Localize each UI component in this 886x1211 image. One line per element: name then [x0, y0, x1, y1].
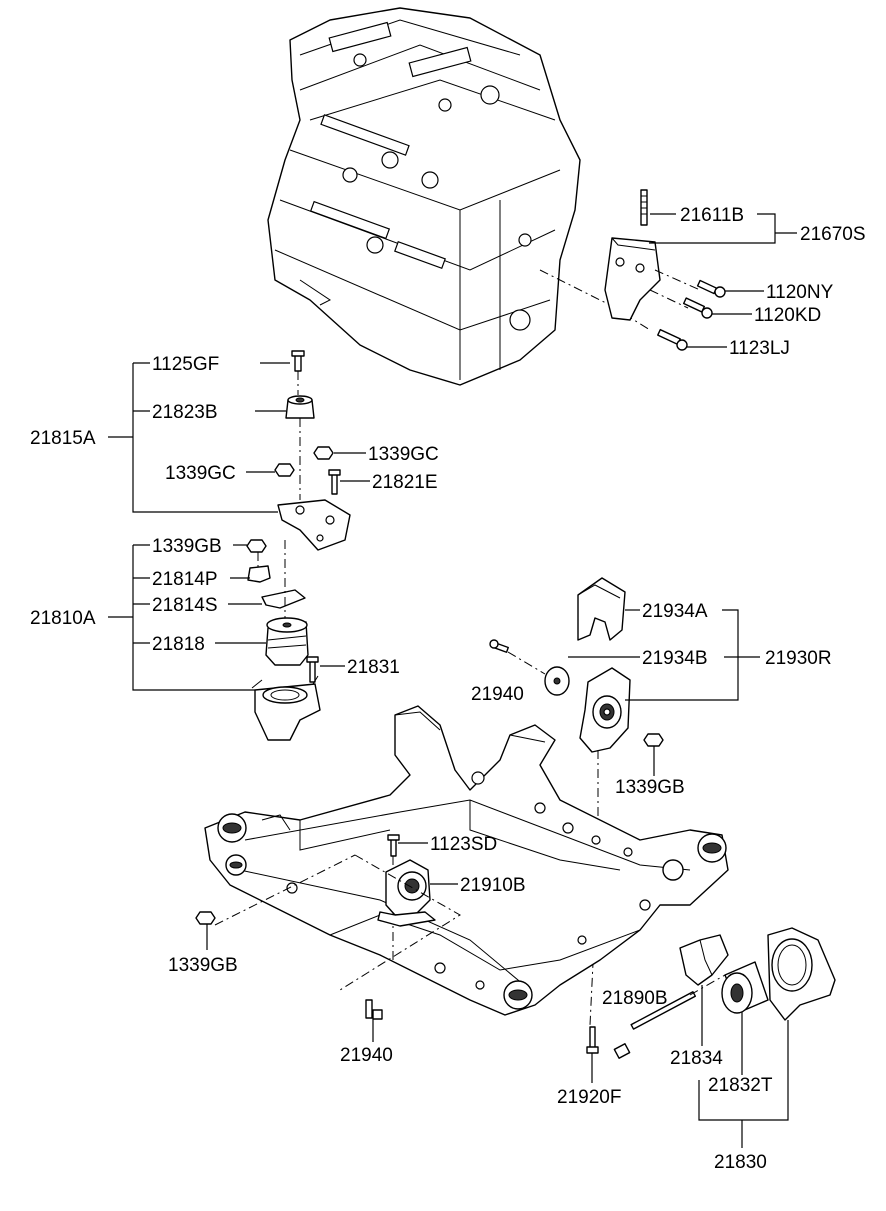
- bolt-1125GF: [291, 350, 305, 372]
- label-21830: 21830: [714, 1152, 767, 1173]
- label-21818: 21818: [152, 634, 205, 655]
- label-21930R: 21930R: [765, 648, 832, 669]
- insulator-21818: [265, 617, 309, 666]
- engine-block-illustration: [267, 7, 581, 386]
- label-21832T: 21832T: [708, 1075, 773, 1096]
- label-1120NY: 1120NY: [766, 282, 834, 303]
- label-21670S: 21670S: [800, 224, 866, 245]
- label-1123LJ: 1123LJ: [729, 338, 790, 359]
- label-21611B: 21611B: [680, 205, 744, 226]
- plate-21814S: [261, 589, 306, 609]
- bolt-1123LJ: [657, 328, 688, 351]
- engine-bracket-21670S: [604, 189, 661, 321]
- label-21940-top: 21940: [471, 684, 524, 705]
- nut-1339GB-left: [195, 911, 216, 925]
- label-21821E: 21821E: [372, 472, 438, 493]
- label-1120KD: 1120KD: [754, 305, 821, 326]
- label-21834: 21834: [670, 1048, 723, 1069]
- label-1339GB-top: 1339GB: [152, 536, 222, 557]
- label-21814P: 21814P: [152, 569, 218, 590]
- mount-base-21810A: [251, 675, 321, 741]
- nut-1339GB-right: [643, 733, 664, 747]
- bolt-1120KD: [682, 297, 713, 319]
- label-21814S: 21814S: [152, 595, 218, 616]
- mount-21930R: [579, 667, 631, 753]
- label-21831: 21831: [347, 657, 400, 678]
- nut-1339GC-right: [313, 446, 334, 460]
- label-21815A: 21815A: [30, 428, 96, 449]
- leader-lines: [108, 213, 797, 1148]
- label-21934A: 21934A: [642, 601, 708, 622]
- cover-21934A: [577, 577, 626, 641]
- label-1339GB-right: 1339GB: [615, 777, 685, 798]
- label-21890B: 21890B: [602, 988, 668, 1009]
- washer-21934B: [544, 666, 570, 696]
- bracket-21834: [679, 934, 729, 986]
- label-21940-bottom: 21940: [340, 1045, 393, 1066]
- label-1125GF: 1125GF: [152, 354, 219, 375]
- nut-1339GB-top: [246, 539, 267, 553]
- mount-bracket-21815A: [277, 499, 351, 551]
- bolt-21940-top: [489, 639, 509, 653]
- label-21920F: 21920F: [557, 1087, 621, 1108]
- nut-1339GC-left: [274, 463, 295, 477]
- label-1339GC-right: 1339GC: [368, 444, 439, 465]
- bolt-1120NY: [696, 279, 726, 298]
- bolt-21831: [306, 656, 319, 683]
- label-21934B: 21934B: [642, 648, 708, 669]
- bolt-21890B: [613, 991, 697, 1059]
- label-1123SD: 1123SD: [430, 834, 497, 855]
- bolt-21821E: [328, 469, 341, 495]
- label-1339GC-left: 1339GC: [165, 463, 236, 484]
- label-21823B: 21823B: [152, 402, 218, 423]
- bushing-21823B: [285, 395, 315, 419]
- bolt-21920F: [586, 1026, 599, 1054]
- bracket-21830: [767, 927, 836, 1021]
- subframe-crossmember: [204, 705, 729, 1016]
- label-21910B: 21910B: [460, 875, 526, 896]
- mount-21910B: [377, 859, 436, 927]
- part-labels: 21611B 21670S 1120NY 1120KD 1123LJ 1125G…: [30, 205, 866, 1173]
- bolt-21940-bottom: [365, 999, 383, 1020]
- bushing-21832T: [721, 961, 769, 1014]
- bracket-21814P: [247, 565, 271, 583]
- label-21810A: 21810A: [30, 608, 96, 629]
- label-1339GB-left: 1339GB: [168, 955, 238, 976]
